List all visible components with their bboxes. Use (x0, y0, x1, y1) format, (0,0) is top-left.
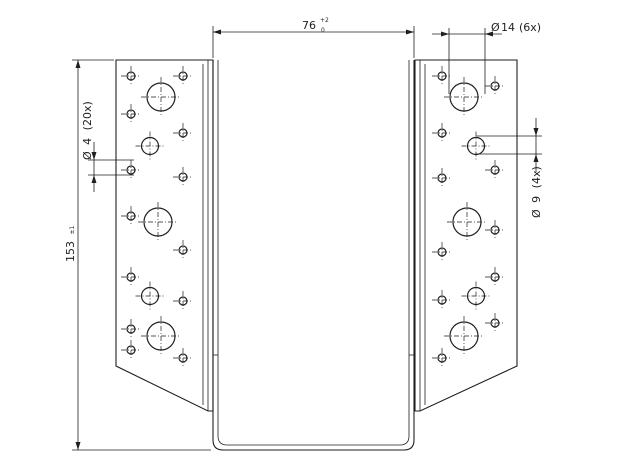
small-hole (121, 66, 141, 86)
large-hole (141, 77, 181, 117)
small-hole (173, 123, 193, 143)
medium-hole (461, 281, 491, 311)
medium-hole (461, 131, 491, 161)
u-channel-body (212, 60, 415, 451)
width-tol-upper: +2 (320, 17, 329, 24)
small-hole (432, 242, 452, 262)
width-tol-lower: 0 (321, 27, 325, 34)
small-hole (485, 220, 505, 240)
medium-hole-qty: (4x) (530, 166, 543, 188)
medium-hole-symbol: Ø (530, 209, 543, 218)
left-flange-outline (115, 59, 214, 412)
svg-text:Ø 4 (20x): Ø 4 (20x) (81, 101, 94, 160)
small-hole-value: 4 (81, 138, 94, 145)
small-hole (432, 123, 452, 143)
large-hole (447, 202, 487, 242)
small-hole (432, 290, 452, 310)
right-flange-holes (432, 66, 505, 368)
width-value: 76 (302, 19, 316, 32)
small-hole (485, 313, 505, 333)
small-hole (173, 291, 193, 311)
height-tol: ±1 (69, 225, 76, 234)
small-hole (121, 104, 141, 124)
medium-hole-dimension: Ø 9 (4x) (476, 118, 543, 218)
height-value: 153 (64, 241, 77, 262)
small-hole (432, 66, 452, 86)
height-dimension: 153 ±1 (64, 59, 211, 451)
large-hole-dimension: Ø 14 (6x) (432, 21, 541, 94)
small-hole (485, 76, 505, 96)
medium-hole-value: 9 (530, 196, 543, 203)
large-hole-symbol: Ø (491, 21, 500, 34)
small-hole (173, 348, 193, 368)
right-flange-outline (414, 59, 518, 412)
small-hole-symbol: Ø (81, 151, 94, 160)
small-hole (121, 340, 141, 360)
small-hole (121, 319, 141, 339)
large-hole (138, 202, 178, 242)
small-hole (173, 240, 193, 260)
small-hole (173, 66, 193, 86)
width-dimension: 76 +2 0 (212, 17, 415, 58)
small-hole (432, 168, 452, 188)
small-hole (121, 160, 141, 180)
large-hole (141, 316, 181, 356)
large-hole (444, 316, 484, 356)
svg-text:Ø 9 (4x): Ø 9 (4x) (530, 166, 543, 218)
small-hole (485, 267, 505, 287)
svg-text:153 ±1: 153 ±1 (64, 225, 77, 262)
small-hole-qty: (20x) (81, 101, 94, 130)
medium-hole (135, 281, 165, 311)
small-hole (173, 167, 193, 187)
small-hole-dimension: Ø 4 (20x) (81, 101, 134, 192)
large-hole-value: 14 (501, 21, 515, 34)
small-hole (121, 267, 141, 287)
medium-hole (135, 131, 165, 161)
left-flange-holes (121, 66, 193, 368)
large-hole-qty: (6x) (519, 21, 541, 34)
small-hole (121, 206, 141, 226)
small-hole (485, 160, 505, 180)
small-hole (432, 348, 452, 368)
large-hole (444, 77, 484, 117)
